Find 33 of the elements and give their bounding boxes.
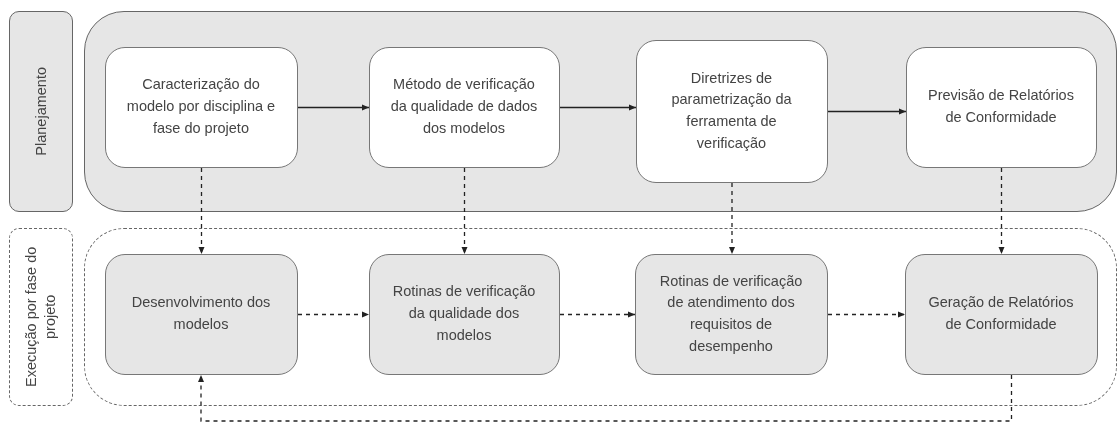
- process-box: [904, 253, 1098, 375]
- arrow: [198, 374, 1013, 422]
- arrow: [559, 311, 636, 318]
- process-label: Diretrizes de parametrização da ferramenta de verificação: [670, 68, 793, 153]
- lane-label-box: [9, 228, 73, 406]
- arrow: [198, 167, 205, 255]
- lane-label-box: [9, 11, 73, 212]
- process-label: Geração de Relatórios de Conformidade: [927, 293, 1075, 334]
- arrow: [461, 167, 468, 255]
- arrow: [297, 311, 370, 318]
- process-box: [368, 46, 560, 168]
- process-box: [634, 253, 828, 375]
- process-label: Previsão de Relatórios de Conformidade: [927, 86, 1075, 127]
- arrow: [827, 311, 906, 318]
- process-box: [905, 46, 1097, 168]
- lane-label: Planejamento: [31, 67, 50, 156]
- arrow: [998, 167, 1005, 255]
- arrow: [729, 182, 735, 255]
- process-box: [104, 253, 298, 375]
- execution-panel: [84, 228, 1117, 406]
- process-label: Rotinas de verificação de atendimento dos requisitos de desempenho: [658, 271, 804, 356]
- process-box: [368, 253, 560, 375]
- process-label: Método de verificação da qualidade de dados dos modelos: [389, 75, 539, 138]
- lane-label: Execução por fase do projeto: [22, 245, 59, 390]
- planning-panel: [84, 11, 1117, 212]
- arrow: [827, 108, 907, 115]
- process-label: Rotinas de verificação da qualidade dos modelos: [391, 282, 537, 345]
- arrow: [559, 104, 637, 111]
- process-box: [635, 39, 828, 183]
- process-label: Desenvolvimento dos modelos: [130, 293, 272, 334]
- process-label: Caracterização do modelo por disciplina e fase do projeto: [125, 75, 277, 138]
- process-box: [104, 46, 298, 168]
- arrow: [297, 104, 370, 111]
